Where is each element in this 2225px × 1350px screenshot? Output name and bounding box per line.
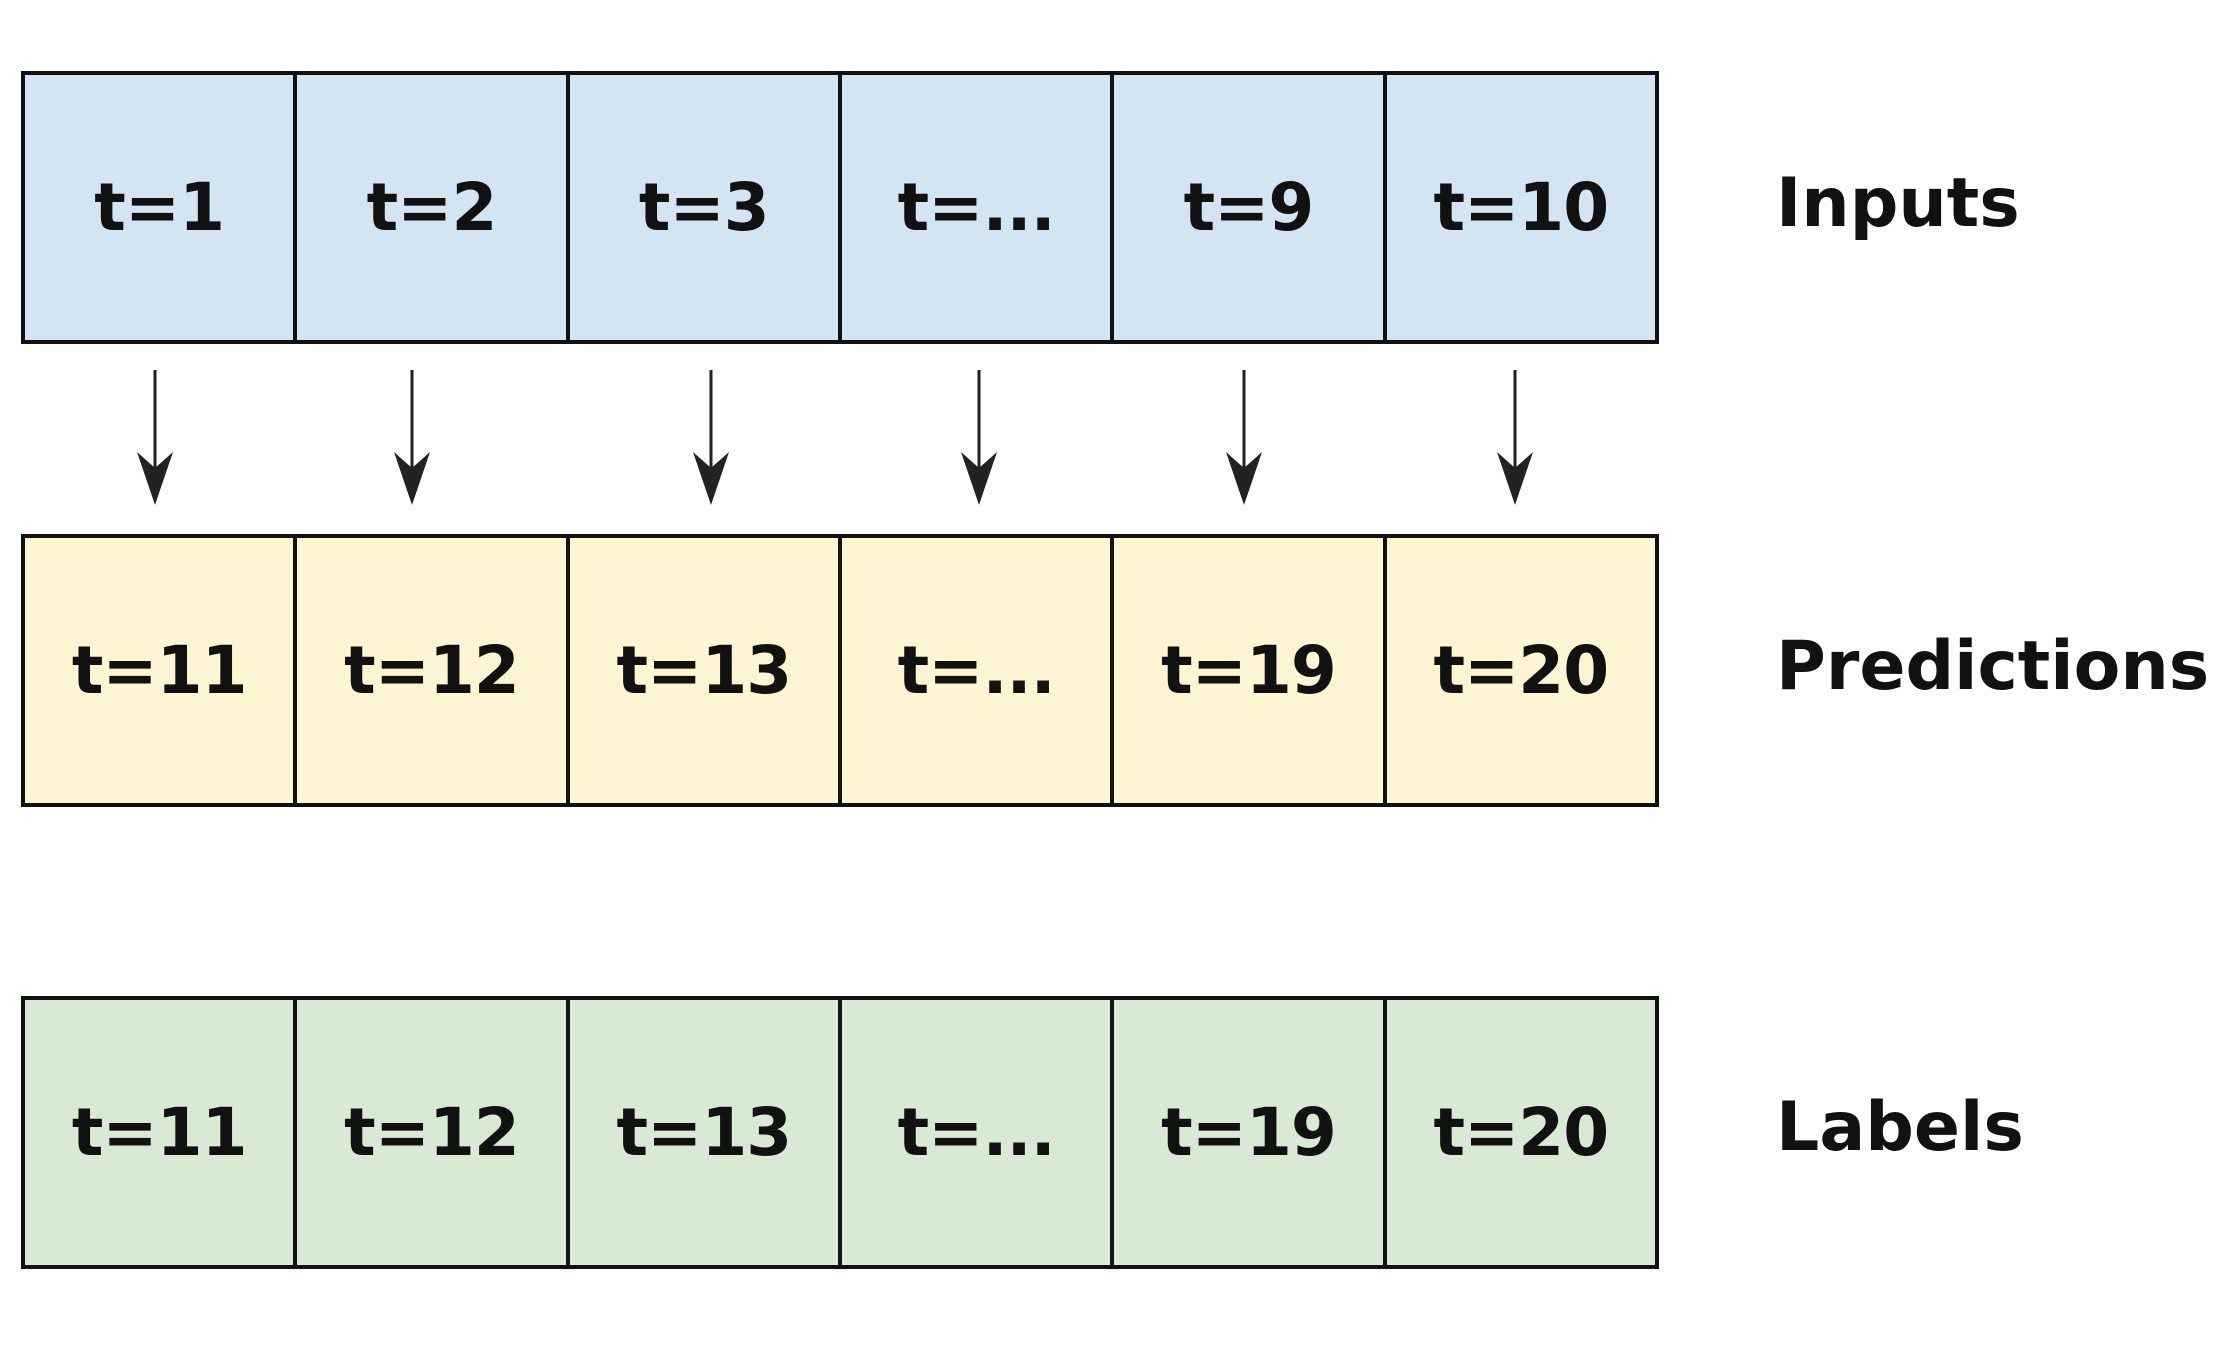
input-cell: t=10 [1433,169,1609,246]
arrows-layer [137,370,1533,505]
label-cell: t=13 [570,1000,842,1265]
prediction-cell: t=13 [570,538,842,803]
arrow-1 [137,370,173,505]
arrow-2 [394,370,430,505]
arrow-5 [1226,370,1262,505]
input-cell: t=3 [570,75,842,340]
inputs-row-label: Inputs [1776,164,2020,243]
prediction-cell: t=12 [297,538,570,803]
label-cell: t=20 [1433,1094,1609,1171]
label-cell: t=12 [297,1000,570,1265]
label-cell: t=19 [1114,1000,1387,1265]
arrow-4 [961,370,997,505]
label-cell: t=... [842,1000,1115,1265]
prediction-cell: t=19 [1114,538,1387,803]
input-cell: t=1 [25,75,298,340]
input-cell: t=9 [1114,75,1387,340]
prediction-cell: t=... [842,538,1115,803]
arrow-6 [1497,370,1533,505]
inputs-row: t=1 t=2 t=3 t=... t=9 t=10 [21,71,1659,344]
predictions-row-label: Predictions [1776,627,2210,706]
prediction-cell: t=20 [1433,632,1609,709]
prediction-cell: t=11 [25,538,298,803]
arrow-3 [693,370,729,505]
labels-row: t=11 t=12 t=13 t=... t=19 t=20 [21,996,1659,1269]
label-cell: t=11 [25,1000,298,1265]
labels-row-label: Labels [1776,1088,2024,1167]
input-cell: t=2 [297,75,570,340]
input-cell: t=... [842,75,1115,340]
predictions-row: t=11 t=12 t=13 t=... t=19 t=20 [21,534,1659,807]
